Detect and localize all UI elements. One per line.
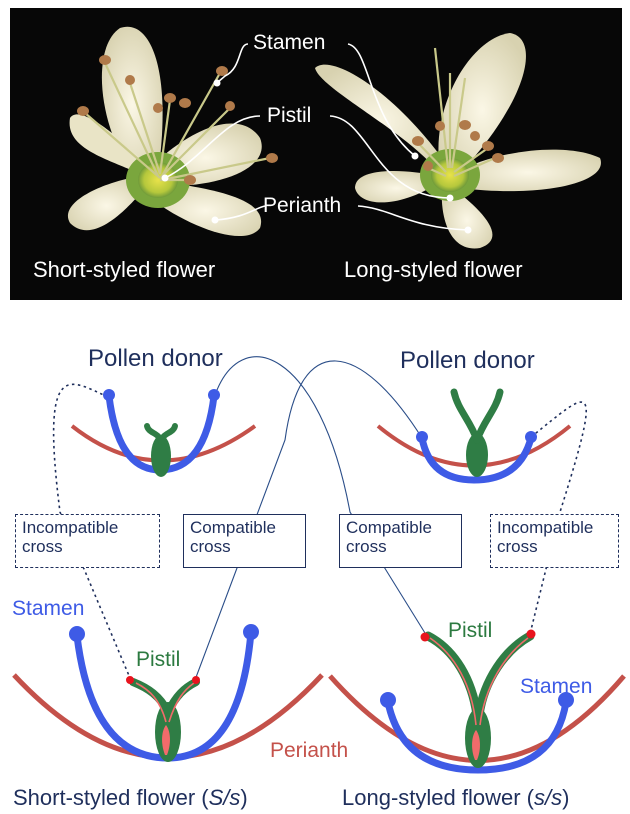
caption-text: Short-styled flower ( (13, 785, 209, 810)
caption-text: Long-styled flower ( (342, 785, 534, 810)
caption-long-styled-flower: Long-styled flower (s/s) (342, 787, 569, 809)
pistil-label-right: Pistil (448, 620, 492, 641)
box-line-2: cross (497, 537, 612, 556)
box-line-1: Compatible (190, 518, 299, 537)
caption-close: ) (562, 785, 569, 810)
compatible-cross-box-left: Compatible cross (183, 514, 306, 568)
stamen-label-right: Stamen (520, 676, 592, 697)
pollen-donor-left-label: Pollen donor (88, 347, 223, 371)
pollen-donor-right-flower (378, 392, 570, 480)
box-line-1: Incompatible (497, 518, 612, 537)
caption-genotype: s/s (534, 785, 562, 810)
caption-close: ) (240, 785, 247, 810)
caption-short-styled-flower: Short-styled flower (S/s) (13, 787, 248, 809)
pollen-donor-left-flower (72, 389, 255, 477)
box-line-2: cross (346, 537, 455, 556)
box-line-2: cross (190, 537, 299, 556)
pistil-label-left: Pistil (136, 649, 180, 670)
stamen-label-left: Stamen (12, 598, 84, 619)
box-line-2: cross (22, 537, 153, 556)
box-line-1: Compatible (346, 518, 455, 537)
pollen-donor-right-label: Pollen donor (400, 349, 535, 373)
compatible-cross-box-right: Compatible cross (339, 514, 462, 568)
incompatible-cross-box-right: Incompatible cross (490, 514, 619, 568)
box-line-1: Incompatible (22, 518, 153, 537)
long-styled-flower-diagram (330, 630, 624, 771)
caption-genotype: S/s (209, 785, 241, 810)
perianth-label: Perianth (270, 740, 348, 761)
incompatible-cross-box-left: Incompatible cross (15, 514, 160, 568)
